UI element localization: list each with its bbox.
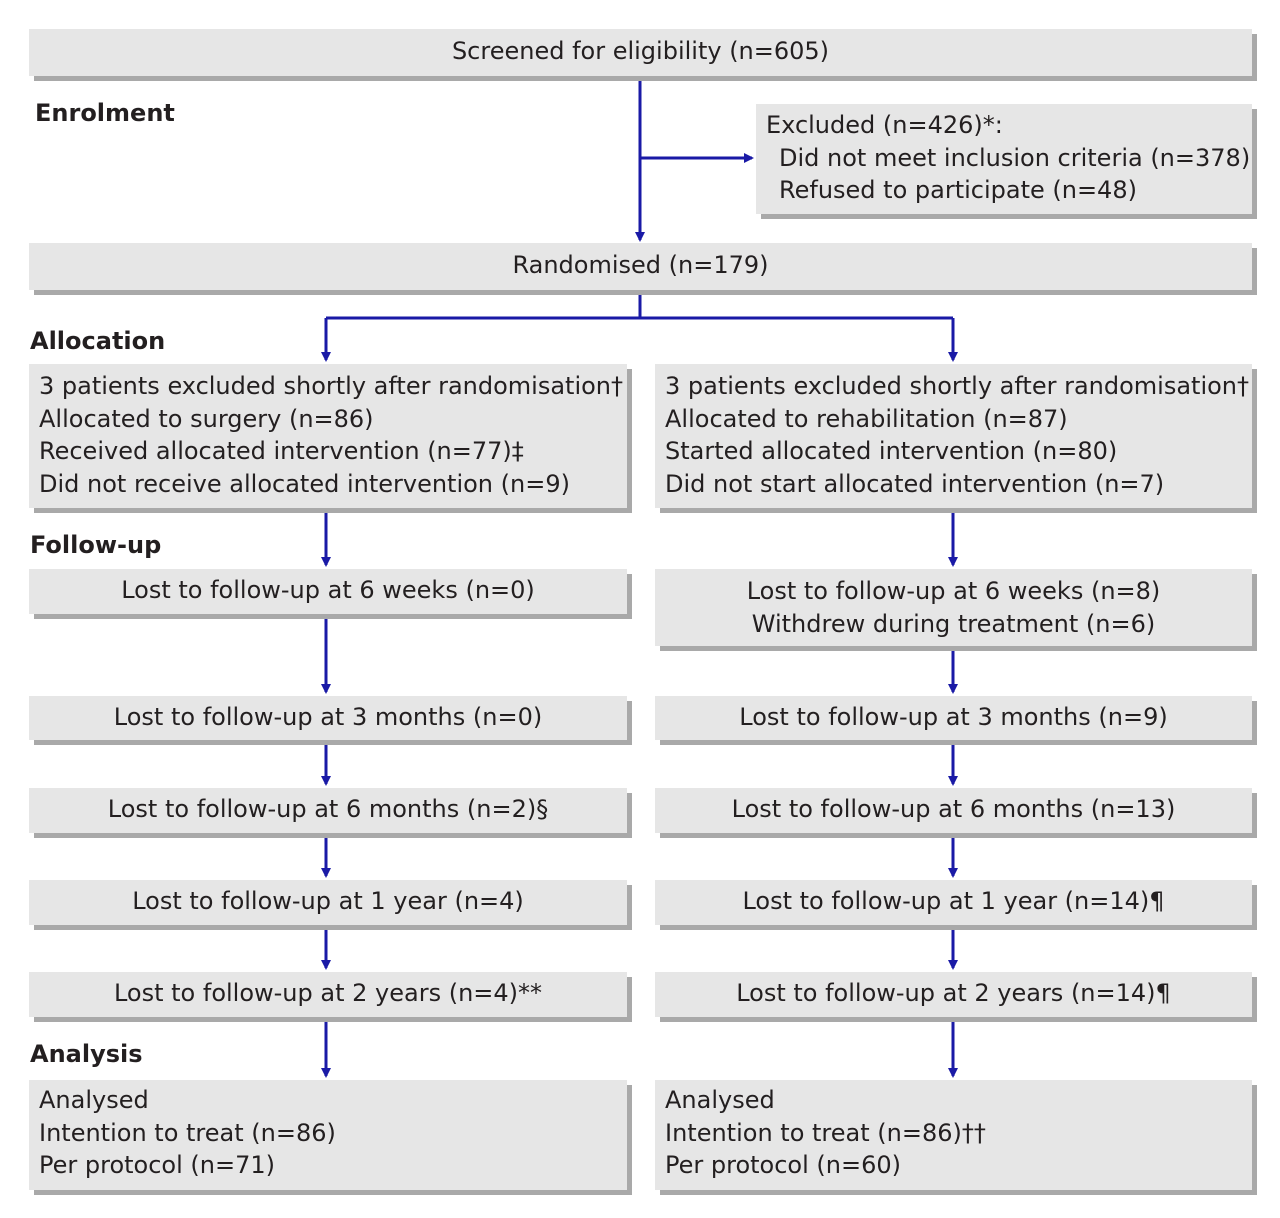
screened-text: Screened for eligibility (n=605)	[451, 37, 830, 65]
left-followup-6-weeks-text: Lost to follow-up at 6 weeks (n=0)	[121, 576, 535, 604]
left-followup-3-months-box: Lost to follow-up at 3 months (n=0)	[29, 696, 627, 740]
stage-label-analysis: Analysis	[30, 1040, 143, 1068]
left-followup-6-weeks-box: Lost to follow-up at 6 weeks (n=0)	[29, 569, 627, 614]
right-analysis-box: Analysed Intention to treat (n=86)†† Per…	[655, 1080, 1252, 1190]
right-followup-6-weeks-lost: Lost to follow-up at 6 weeks (n=8)	[746, 577, 1161, 605]
right-allocation-line: Started allocated intervention (n=80)	[665, 437, 1118, 465]
right-analysis-line: Intention to treat (n=86)††	[665, 1118, 986, 1147]
stage-label-allocation: Allocation	[30, 327, 166, 355]
right-followup-1-year-box: Lost to follow-up at 1 year (n=14)¶	[655, 880, 1252, 925]
left-analysis-line: Analysed	[39, 1086, 149, 1114]
left-analysis-box: Analysed Intention to treat (n=86) Per p…	[29, 1080, 627, 1190]
left-followup-3-months-text: Lost to follow-up at 3 months (n=0)	[113, 703, 543, 731]
left-allocation-box: 3 patients excluded shortly after random…	[29, 364, 627, 508]
right-followup-withdrew: Withdrew during treatment (n=6)	[751, 609, 1156, 638]
left-allocation-line: Did not receive allocated intervention (…	[39, 469, 570, 498]
left-allocation-line: 3 patients excluded shortly after random…	[39, 372, 624, 400]
right-allocation-line: Allocated to rehabilitation (n=87)	[665, 404, 1068, 433]
excluded-box: Excluded (n=426)*: Did not meet inclusio…	[756, 104, 1252, 214]
right-followup-2-years-text: Lost to follow-up at 2 years (n=14)¶	[736, 979, 1171, 1007]
screened-box: Screened for eligibility (n=605)	[29, 29, 1252, 76]
excluded-reason-refused: Refused to participate (n=48)	[779, 176, 1137, 204]
stage-label-enrolment: Enrolment	[35, 99, 175, 127]
right-followup-6-months-text: Lost to follow-up at 6 months (n=13)	[731, 795, 1176, 823]
right-followup-6-weeks-box: Lost to follow-up at 6 weeks (n=8) Withd…	[655, 569, 1252, 646]
excluded-reason-inclusion: Did not meet inclusion criteria (n=378)	[779, 143, 1251, 172]
right-analysis-line: Per protocol (n=60)	[665, 1151, 901, 1179]
right-allocation-box: 3 patients excluded shortly after random…	[655, 364, 1252, 508]
left-analysis-line: Per protocol (n=71)	[39, 1151, 275, 1179]
left-followup-2-years-text: Lost to follow-up at 2 years (n=4)**	[113, 979, 543, 1007]
randomised-text: Randomised (n=179)	[512, 251, 769, 279]
left-followup-6-months-text: Lost to follow-up at 6 months (n=2)§	[107, 795, 549, 823]
right-allocation-line: Did not start allocated intervention (n=…	[665, 469, 1165, 498]
randomised-box: Randomised (n=179)	[29, 243, 1252, 290]
left-allocation-line: Received allocated intervention (n=77)‡	[39, 437, 524, 465]
left-followup-2-years-box: Lost to follow-up at 2 years (n=4)**	[29, 972, 627, 1017]
left-followup-1-year-box: Lost to follow-up at 1 year (n=4)	[29, 880, 627, 925]
right-followup-1-year-text: Lost to follow-up at 1 year (n=14)¶	[742, 887, 1165, 915]
left-followup-1-year-text: Lost to follow-up at 1 year (n=4)	[132, 887, 524, 915]
right-allocation-line: 3 patients excluded shortly after random…	[665, 372, 1250, 400]
right-followup-3-months-box: Lost to follow-up at 3 months (n=9)	[655, 696, 1252, 740]
left-followup-6-months-box: Lost to follow-up at 6 months (n=2)§	[29, 788, 627, 833]
left-analysis-line: Intention to treat (n=86)	[39, 1118, 336, 1147]
left-allocation-line: Allocated to surgery (n=86)	[39, 404, 374, 433]
right-followup-3-months-text: Lost to follow-up at 3 months (n=9)	[739, 703, 1168, 731]
right-analysis-line: Analysed	[665, 1086, 775, 1114]
excluded-title: Excluded (n=426)*:	[766, 111, 1003, 139]
right-followup-2-years-box: Lost to follow-up at 2 years (n=14)¶	[655, 972, 1252, 1017]
right-followup-6-months-box: Lost to follow-up at 6 months (n=13)	[655, 788, 1252, 833]
stage-label-followup: Follow-up	[30, 531, 162, 559]
